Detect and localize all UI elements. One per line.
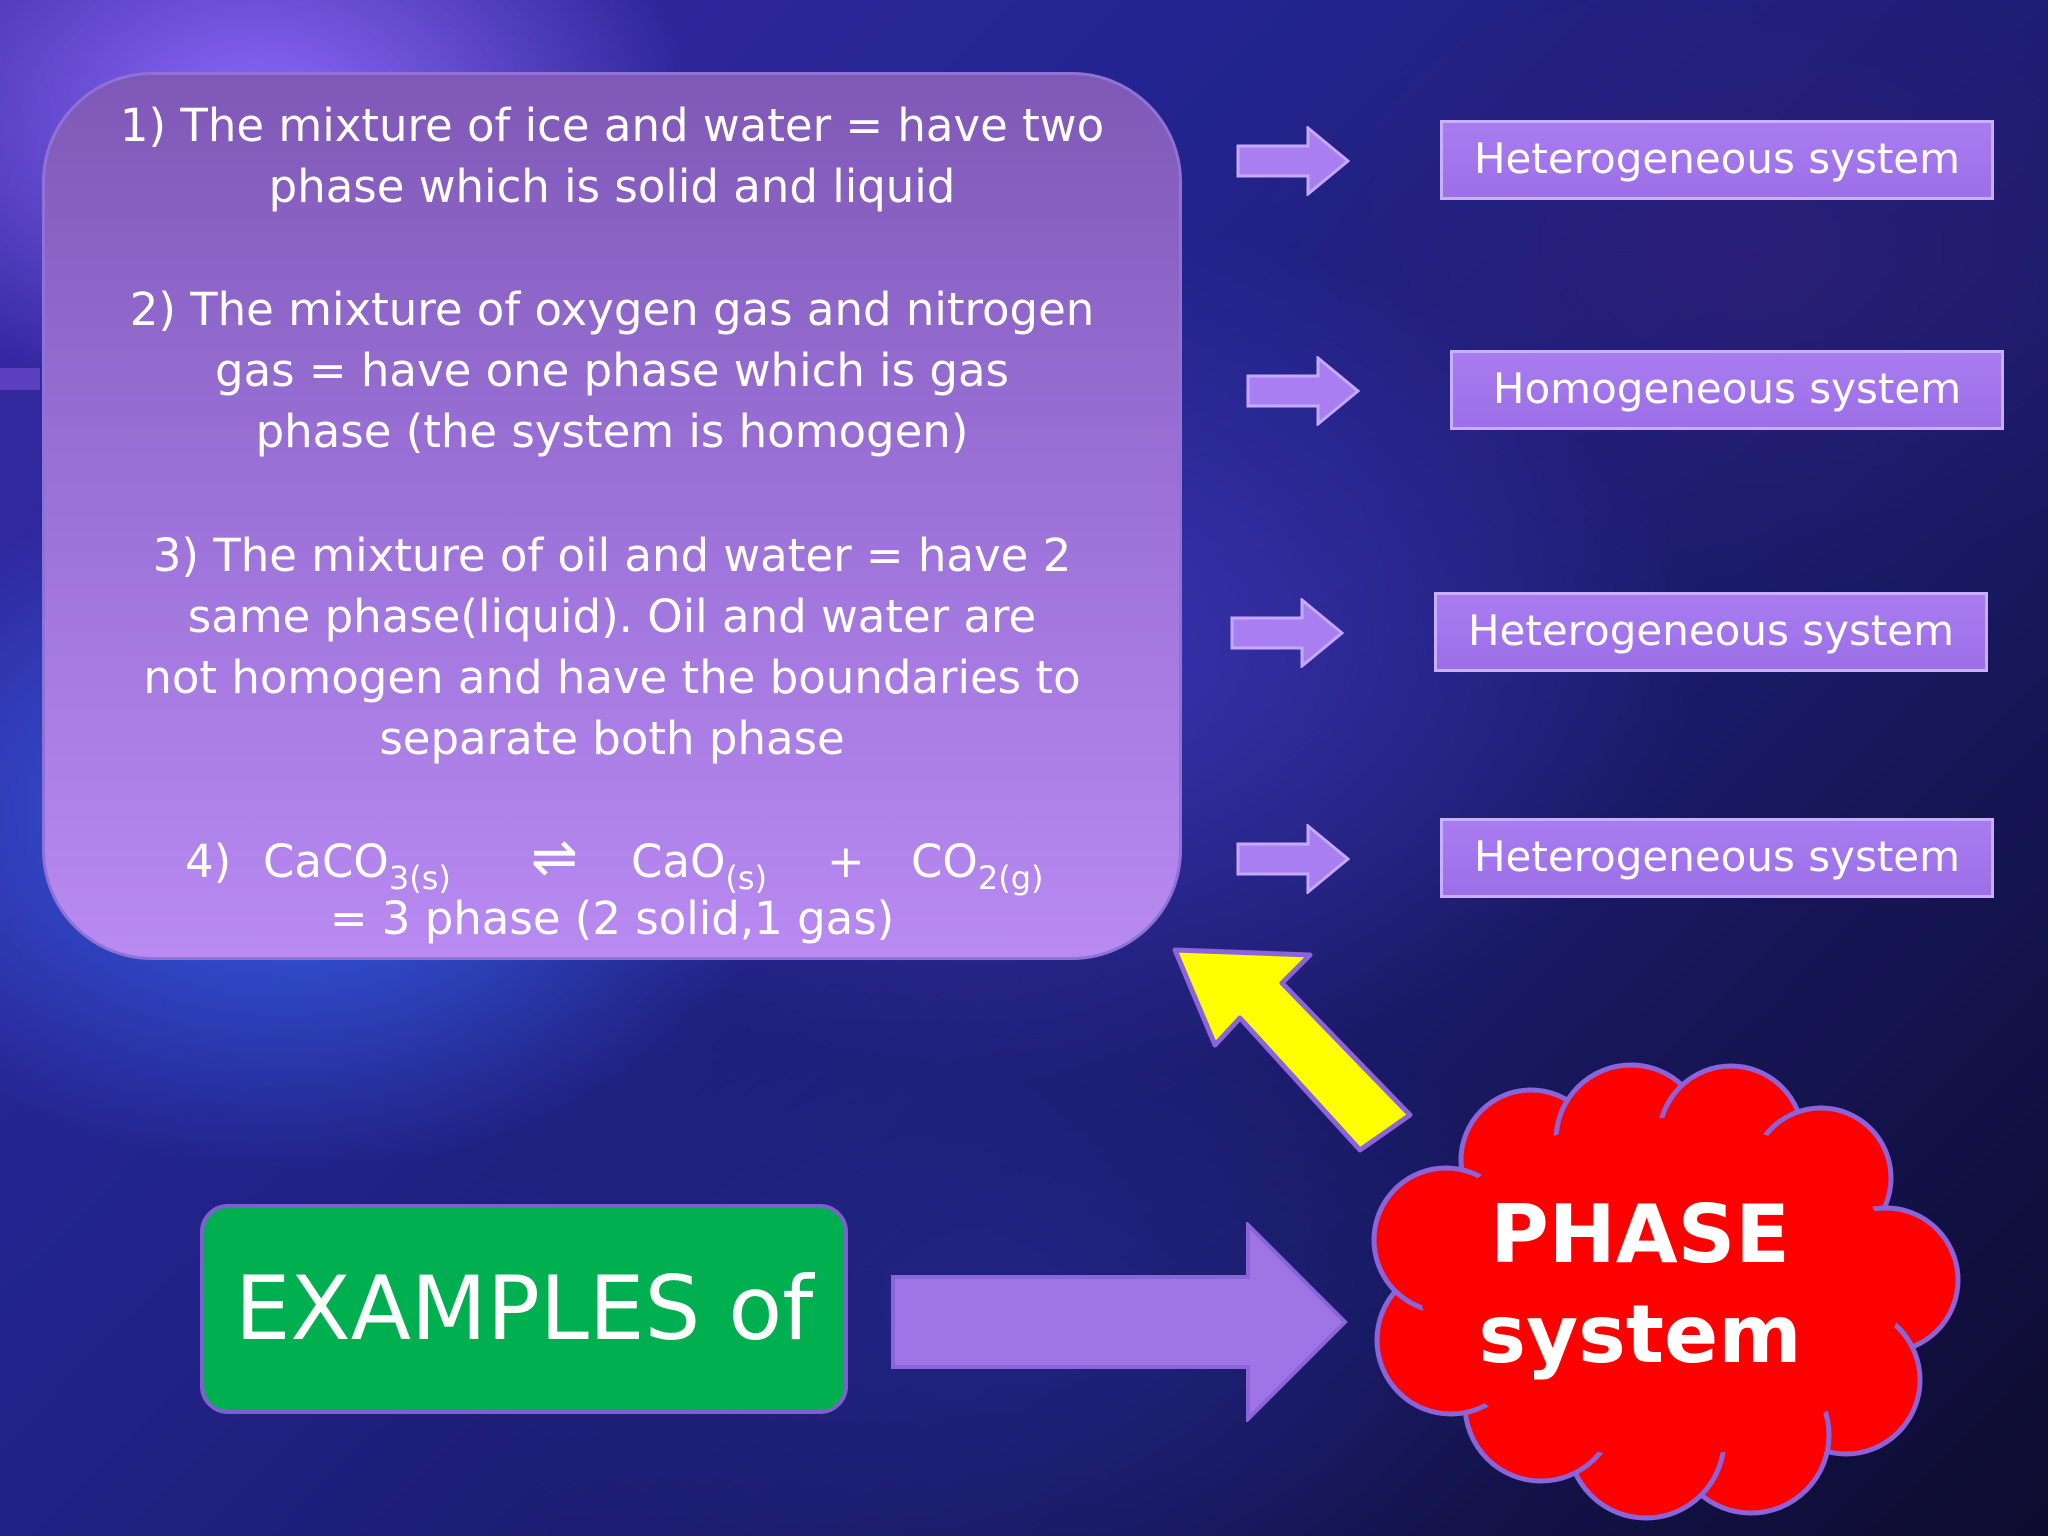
example-3-line-1: 3) The mixture of oil and water = have 2 xyxy=(152,529,1072,582)
example-4-product-2: CO2(g) xyxy=(911,835,1044,897)
example-4-product-1: CaO(s) xyxy=(631,835,768,897)
phase-word: PHASE xyxy=(1490,1188,1790,1281)
example-1-line-1: 1) The mixture of ice and water = have t… xyxy=(119,99,1105,152)
example-4-number: 4) xyxy=(185,835,232,888)
example-2-line-1: 2) The mixture of oxygen gas and nitroge… xyxy=(129,283,1095,336)
example-3-line-3: not homogen and have the boundaries to xyxy=(143,651,1081,704)
result-label-4: Heterogeneous system xyxy=(1440,818,1994,898)
yellow-arrow-icon xyxy=(1172,947,1413,1153)
equilibrium-arrows-icon: ⇌ xyxy=(531,825,578,890)
example-1-line-2: phase which is solid and liquid xyxy=(268,160,956,213)
example-2-line-2: gas = have one phase which is gas xyxy=(215,344,1009,397)
example-4-line-2: = 3 phase (2 solid,1 gas) xyxy=(329,892,895,945)
result-label-1: Heterogeneous system xyxy=(1440,120,1994,200)
system-word: system xyxy=(1478,1288,1802,1381)
arrow-right-icon xyxy=(1236,824,1350,894)
arrow-right-icon xyxy=(1236,126,1350,196)
left-edge-bar xyxy=(0,368,40,390)
example-3-line-2: same phase(liquid). Oil and water are xyxy=(187,590,1037,643)
example-4-plus: + xyxy=(827,835,865,888)
examples-panel: 1) The mixture of ice and water = have t… xyxy=(42,72,1182,960)
phase-cloud-text: PHASE system xyxy=(1440,1185,1840,1385)
example-4-reactant: CaCO3(s) xyxy=(263,835,451,897)
arrow-right-icon xyxy=(1246,356,1360,426)
arrow-right-icon xyxy=(1230,598,1344,668)
phase-cloud-shape xyxy=(1371,1062,1961,1521)
example-3-line-4: separate both phase xyxy=(379,712,845,765)
result-label-2: Homogeneous system xyxy=(1450,350,2004,430)
big-arrow-right-icon xyxy=(891,1222,1348,1422)
example-2-line-3: phase (the system is homogen) xyxy=(255,405,969,458)
result-label-3: Heterogeneous system xyxy=(1434,592,1988,672)
examples-of-label: EXAMPLES of xyxy=(200,1204,848,1414)
